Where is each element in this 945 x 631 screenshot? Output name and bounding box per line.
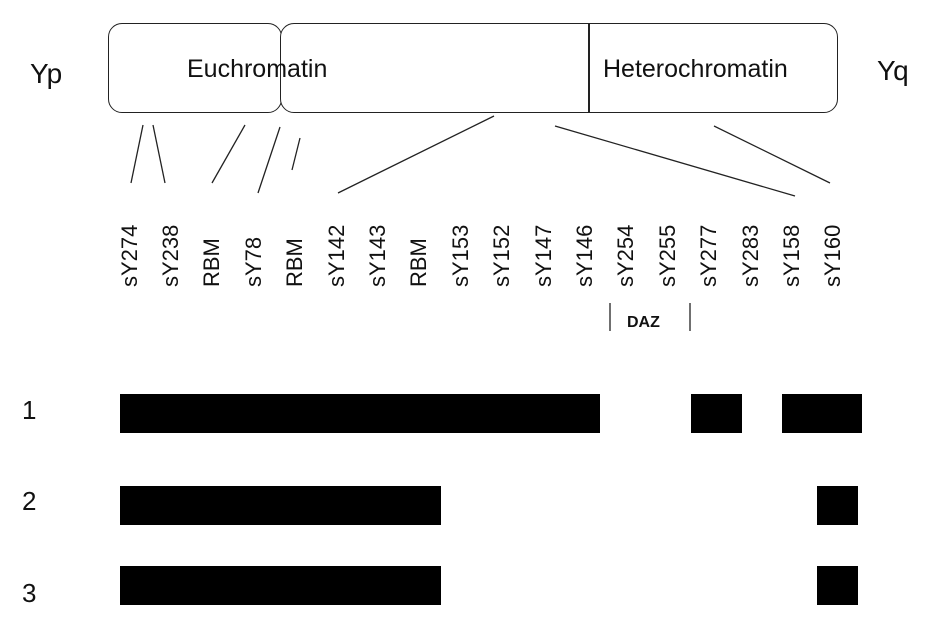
marker-label: sY158 <box>779 224 804 287</box>
marker-label: sY146 <box>572 224 597 287</box>
connector-line <box>130 124 144 184</box>
presence-bar <box>691 394 742 433</box>
marker-label: sY153 <box>448 224 473 287</box>
presence-bar <box>817 486 858 525</box>
marker-label: sY142 <box>324 224 349 287</box>
chromosome-box-right <box>280 23 838 113</box>
yp-arm-label: Yp <box>30 58 63 89</box>
heterochromatin-divider <box>588 23 590 113</box>
connector-line <box>211 124 246 184</box>
marker-label: sY254 <box>613 224 638 287</box>
marker-label: sY283 <box>738 224 763 287</box>
marker-label: RBM <box>406 238 431 287</box>
presence-bar <box>782 394 862 433</box>
daz-label: DAZ <box>627 314 660 331</box>
connector-line <box>713 125 831 184</box>
row-number-1: 1 <box>22 395 37 425</box>
marker-label: RBM <box>199 238 224 287</box>
presence-bar <box>120 486 441 525</box>
marker-label: sY238 <box>158 224 183 287</box>
connector-line <box>554 125 796 197</box>
marker-label: sY78 <box>241 236 266 287</box>
marker-label: sY143 <box>365 224 390 287</box>
marker-label: sY274 <box>117 224 142 287</box>
row-number-2: 2 <box>22 486 37 516</box>
marker-label: RBM <box>282 238 307 287</box>
euchromatin-label: Euchromatin <box>187 55 328 83</box>
connector-line <box>152 124 166 184</box>
marker-label: sY255 <box>655 224 680 287</box>
marker-label: sY160 <box>820 224 845 287</box>
presence-bar <box>120 394 600 433</box>
presence-bar <box>120 566 441 605</box>
connector-line <box>257 126 281 194</box>
yq-arm-label: Yq <box>877 55 909 86</box>
presence-bar <box>817 566 858 605</box>
marker-label: sY152 <box>489 224 514 287</box>
euchromatin-box-left <box>108 23 282 113</box>
row-number-3: 3 <box>22 578 37 608</box>
marker-label: sY147 <box>531 224 556 287</box>
connector-line <box>291 137 301 171</box>
heterochromatin-label: Heterochromatin <box>603 55 788 83</box>
connector-line <box>337 115 495 194</box>
marker-label: sY277 <box>696 224 721 287</box>
